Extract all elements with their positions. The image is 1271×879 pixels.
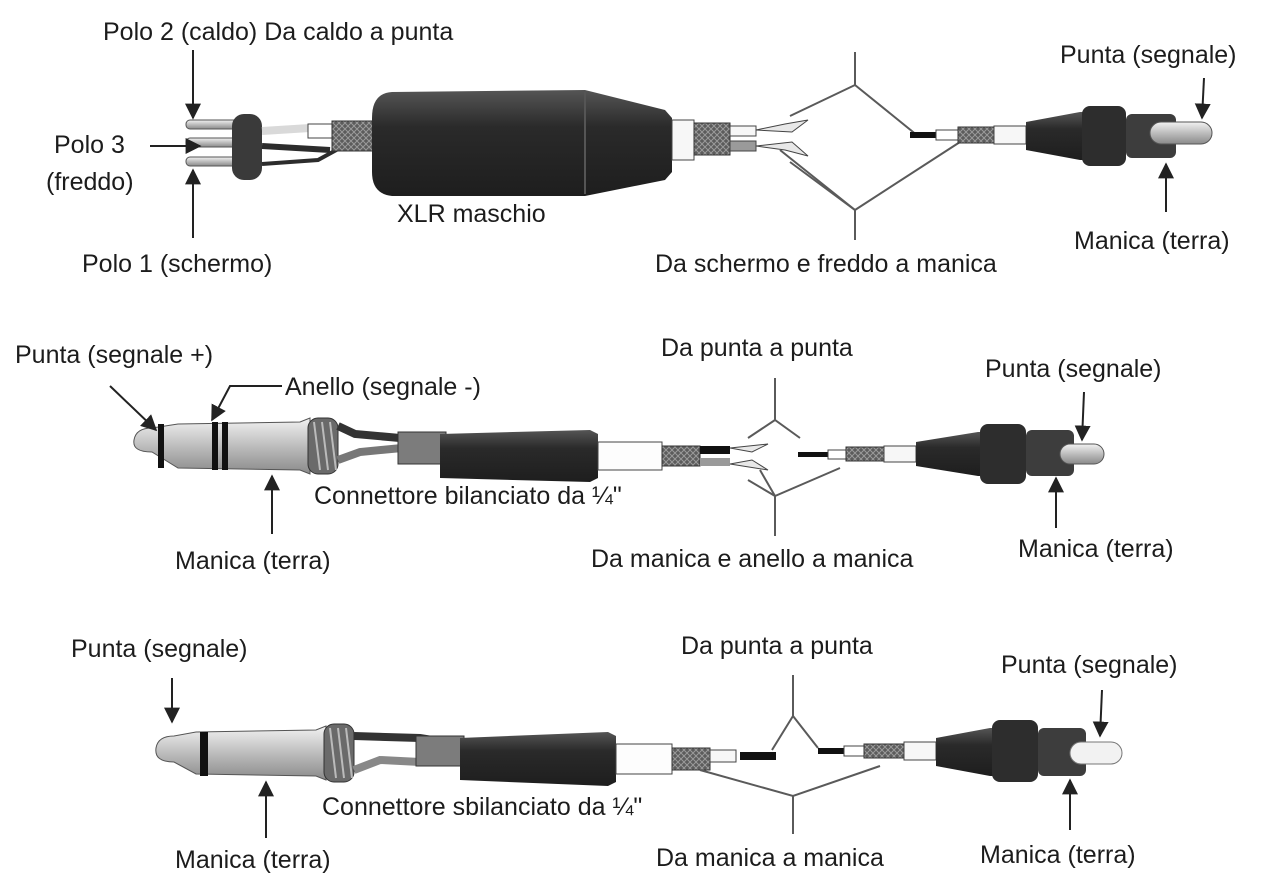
xlr-pin3-label-line2: (freddo) [46,168,134,196]
rca-plug-body-3 [936,728,995,776]
ts-connector-label: Connettore sbilanciato da ¼" [322,793,643,821]
xlr-rca-tip-label: Punta (segnale) [1060,41,1237,69]
xlr-to-rca-cable [185,52,1213,240]
xlr-male-body [372,90,672,196]
trs-tip-label: Punta (segnale +) [15,341,214,369]
xlr-connector-label: XLR maschio [397,200,546,228]
xlr-pin2-label: Polo 2 (caldo) Da caldo a punta [103,18,454,46]
ts-rca-sleeve-label: Manica (terra) [980,841,1136,869]
rca-plug-body-1 [1026,112,1085,160]
trs-ring-label: Anello (segnale -) [285,373,481,401]
trs-connector-label: Connettore bilanciato da ¼" [314,482,622,510]
ts-tip-label: Punta (segnale) [71,635,248,663]
ts-sleeve-label: Manica (terra) [175,846,331,874]
trs-rca-sleeve-label: Manica (terra) [1018,535,1174,563]
xlr-insulator-ring [232,114,262,180]
ts-sleeve-join-label: Da manica a manica [656,844,884,872]
trs-sleeve-label: Manica (terra) [175,547,331,575]
xlr-rca-sleeve-label: Manica (terra) [1074,227,1230,255]
ts-tip-join-label: Da punta a punta [681,632,873,660]
xlr-arrows [150,50,1211,238]
trs-plug-body [440,430,598,482]
ts-plug-shaft [155,725,327,781]
trs-tip-join-label: Da punta a punta [661,334,853,362]
trs-to-rca-cable [133,378,1105,536]
trs-plug-shaft [133,417,311,475]
trs-rca-tip-label: Punta (segnale) [985,355,1162,383]
ts-plug-body [460,732,616,786]
xlr-join-lines [779,52,961,240]
ts-rca-tip-label: Punta (segnale) [1001,651,1178,679]
xlr-join-label: Da schermo e freddo a manica [655,250,997,278]
ts-to-rca-cable [155,675,1123,834]
trs-join-lines [747,378,841,536]
ts-join-lines [699,675,881,834]
xlr-pin1-label: Polo 1 (schermo) [82,250,273,278]
xlr-pin3-label-line1: Polo 3 [54,131,125,159]
trs-arrows [109,385,1091,534]
trs-sleeve-join-label: Da manica e anello a manica [591,545,914,573]
rca-plug-body-2 [916,432,982,476]
ts-arrows [164,678,1109,838]
